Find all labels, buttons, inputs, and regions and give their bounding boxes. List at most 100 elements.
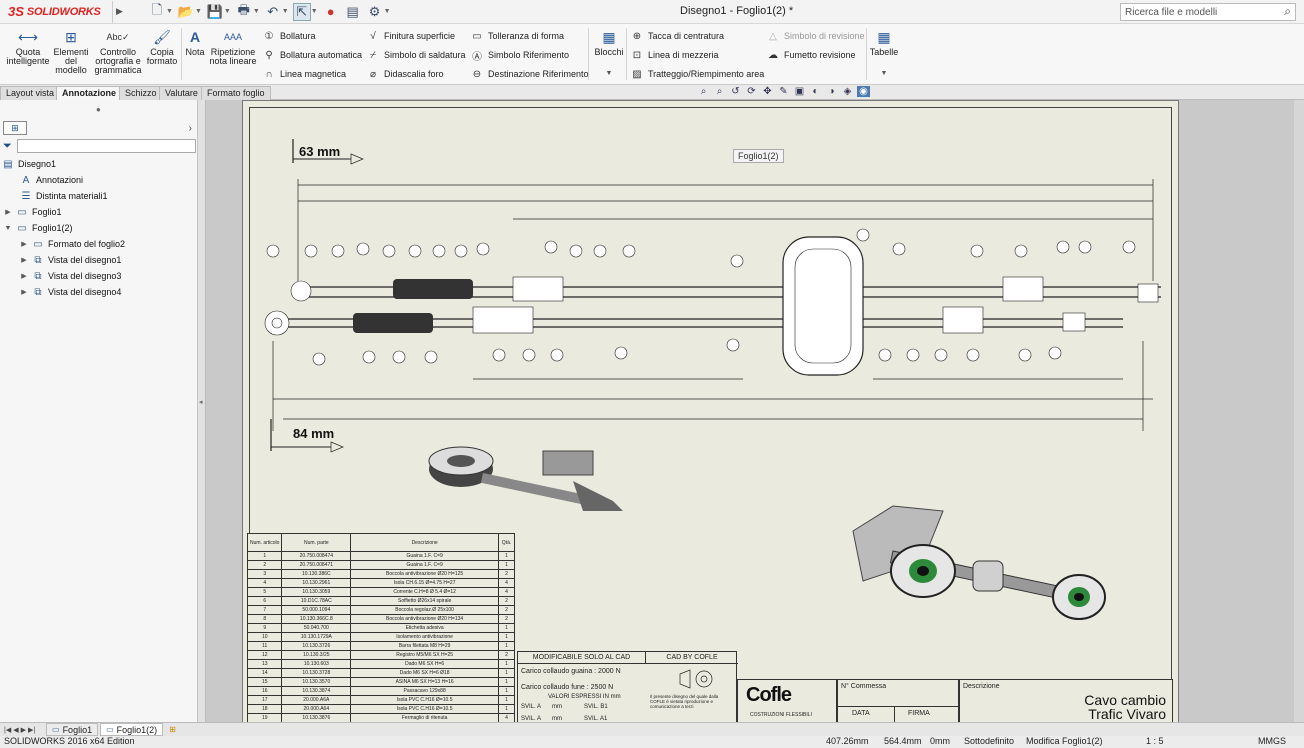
smart-dimension-button[interactable]: ⟷ Quota intelligente	[6, 28, 50, 66]
note-button[interactable]: A Nota	[183, 28, 207, 57]
search-icon[interactable]: ⌕	[1284, 4, 1291, 18]
hide-show-icon[interactable]: ◑	[828, 86, 835, 97]
previous-view-icon[interactable]: ↺	[731, 86, 740, 97]
iso-view-right[interactable]	[833, 491, 1133, 641]
tree-item-vista1[interactable]: ▶ ⧉ Vista del disegno1	[20, 252, 121, 268]
blocks-button[interactable]: ▦ Blocchi ▼	[592, 28, 626, 78]
scene-icon[interactable]: ◉	[857, 86, 870, 97]
expand-arrow-icon[interactable]: ▶	[21, 241, 27, 248]
geometric-tolerance-button[interactable]: ▭Tolleranza di forma	[470, 28, 564, 44]
save-icon[interactable]: 💾	[206, 3, 223, 19]
surface-finish-button[interactable]: √Finitura superficie	[366, 28, 455, 44]
panel-splitter[interactable]: ◂	[198, 100, 206, 722]
filter-input[interactable]	[17, 139, 196, 153]
tables-dropdown-icon[interactable]: ▼	[880, 70, 888, 77]
centerline-button[interactable]: ⊡Linea di mezzeria	[630, 47, 719, 63]
expand-arrow-icon[interactable]: ▶	[5, 209, 11, 216]
tab-valutare[interactable]: Valutare	[159, 86, 204, 100]
revision-cloud-button[interactable]: ☁Fumetto revisione	[766, 47, 856, 63]
open-dropdown-icon[interactable]: ▼	[194, 8, 202, 15]
tab-formato-foglio[interactable]: Formato foglio	[201, 86, 271, 100]
tree-item-foglio1-2[interactable]: ▼ ▭ Foglio1(2)	[4, 220, 73, 236]
chevron-right-icon[interactable]: ›	[188, 122, 192, 134]
undo-icon[interactable]: ↶	[267, 3, 279, 19]
weld-symbol-button[interactable]: ⌿Simbolo di saldatura	[366, 47, 466, 63]
sketch-icon[interactable]: ✎	[779, 86, 788, 97]
menu-expand-arrow[interactable]: ▶	[112, 0, 126, 23]
right-task-pane-strip[interactable]	[1294, 100, 1304, 722]
tab-layout-vista[interactable]: Layout vista	[0, 86, 61, 100]
magnetic-line-button[interactable]: ∩Linea magnetica	[262, 66, 346, 82]
expand-arrow-icon[interactable]: ▶	[21, 289, 27, 296]
sheet-tab-foglio1-2[interactable]: ▭ Foglio1(2)	[100, 723, 164, 736]
pan-icon[interactable]: ✥	[763, 86, 772, 97]
splitter-grip-icon[interactable]: ◂	[199, 399, 203, 406]
tree-item-annotazioni[interactable]: A Annotazioni	[8, 172, 83, 188]
tables-button[interactable]: ▦ Tabelle ▼	[868, 28, 900, 78]
hole-callout-button[interactable]: ⌀Didascalia foro	[366, 66, 444, 82]
expand-arrow-icon[interactable]: ▶	[21, 273, 27, 280]
expand-arrow-icon[interactable]: ▶	[21, 257, 27, 264]
blocks-dropdown-icon[interactable]: ▼	[605, 70, 613, 77]
solidworks-logo[interactable]: 3S SOLIDWORKS	[0, 4, 112, 19]
save-dropdown-icon[interactable]: ▼	[223, 8, 231, 15]
dimension-84mm[interactable]: 84 mm	[293, 426, 335, 441]
options-dropdown-icon[interactable]: ▼	[383, 8, 391, 15]
search-input[interactable]: Ricerca file e modelli ⌕	[1120, 3, 1296, 21]
add-sheet-icon[interactable]: ⊞	[169, 725, 176, 734]
appearance-icon[interactable]: ◈	[843, 86, 852, 97]
center-mark-button[interactable]: ⊕Tacca di centratura	[630, 28, 724, 44]
select-pointer-icon[interactable]: ⇱	[292, 2, 311, 21]
dimension-63mm[interactable]: 63 mm	[299, 144, 341, 159]
view-settings-icon[interactable]: ◐	[812, 86, 819, 97]
tree-item-vista4[interactable]: ▶ ⧉ Vista del disegno4	[20, 284, 121, 300]
auto-balloon-button[interactable]: ⚲Bollatura automatica	[262, 47, 362, 63]
open-folder-icon[interactable]: 📂	[177, 3, 195, 19]
display-style-icon[interactable]: ▣	[794, 86, 805, 97]
status-scale[interactable]: 1 : 5	[1146, 736, 1164, 746]
filter-icon[interactable]: ⏷	[3, 139, 12, 152]
format-painter-button[interactable]: 🖌 Copia formato	[145, 28, 179, 66]
tree-item-distinta[interactable]: ☰ Distinta materiali1	[8, 188, 108, 204]
tree-item-foglio1[interactable]: ▶ ▭ Foglio1	[4, 204, 61, 220]
spell-check-button[interactable]: Abc✓ Controllo ortografia e grammatica	[93, 28, 143, 75]
model-items-button[interactable]: ⊞ Elementi del modello	[52, 28, 90, 75]
rebuild-traffic-light-icon[interactable]: ●	[326, 4, 335, 19]
undo-dropdown-icon[interactable]: ▼	[281, 8, 289, 15]
zoom-fit-icon[interactable]: ⌕	[700, 86, 707, 97]
first-sheet-icon[interactable]: |◀	[4, 726, 12, 734]
panel-grip-icon[interactable]: ●	[96, 105, 101, 114]
select-dropdown-icon[interactable]: ▼	[310, 8, 318, 15]
cable-assembly-drawing[interactable]	[243, 101, 1178, 531]
zoom-area-icon[interactable]: ⌕	[716, 86, 723, 97]
hatch-fill-button[interactable]: ▨Tratteggio/Riempimento area	[630, 66, 764, 82]
tree-item-formato[interactable]: ▶ ▭ Formato del foglio2	[20, 236, 125, 252]
revision-symbol-button[interactable]: △Simbolo di revisione	[766, 28, 864, 44]
rotate-icon[interactable]: ⟳	[747, 86, 756, 97]
linear-note-pattern-button[interactable]: AAA Ripetizione nota lineare	[208, 28, 258, 66]
tab-annotazione[interactable]: Annotazione	[56, 86, 122, 100]
status-units[interactable]: MMGS	[1258, 736, 1286, 746]
tree-item-vista3[interactable]: ▶ ⧉ Vista del disegno3	[20, 268, 121, 284]
tree-root[interactable]: ▤ Disegno1	[2, 156, 56, 172]
collapse-arrow-icon[interactable]: ▼	[4, 224, 12, 232]
drawing-sheet[interactable]: Foglio1(2) 63 mm 84 mm Num. articolo Num…	[242, 100, 1179, 722]
